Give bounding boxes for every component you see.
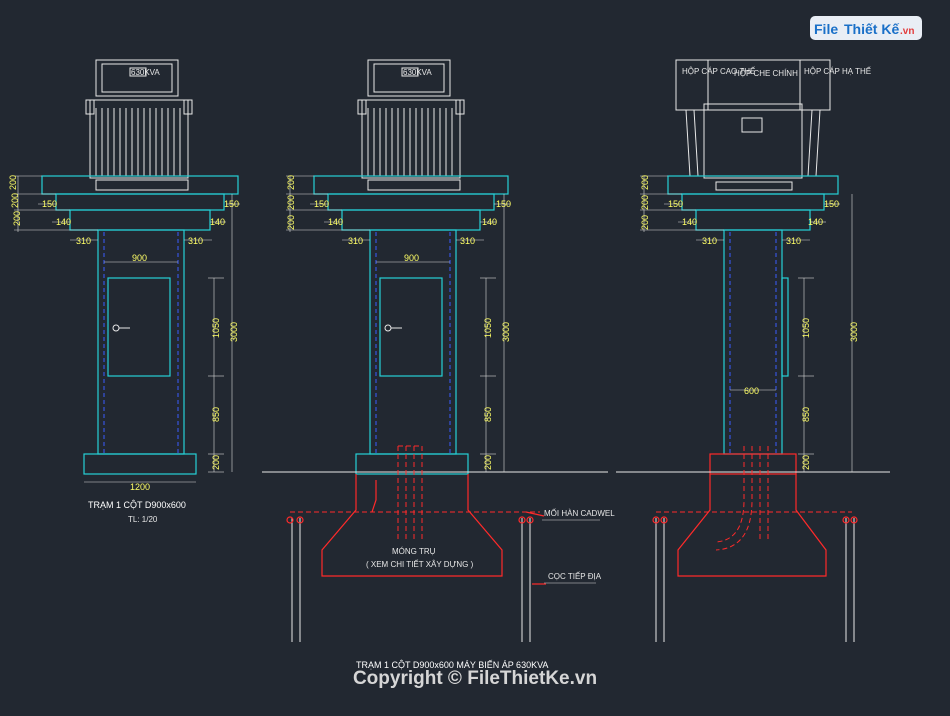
logo-graphic: File Thiết Kế .vn — [810, 16, 922, 40]
door-middle — [379, 277, 443, 377]
column-middle — [369, 229, 457, 455]
platform-bottom-middle — [341, 209, 481, 231]
drawing-caption: TRẠM 1 CỘT D900x600 MÁY BIẾN ÁP 630KVA — [356, 660, 548, 670]
svg-text:.vn: .vn — [900, 26, 914, 37]
svg-text:File: File — [814, 21, 838, 37]
dim-850-left: 850 — [211, 407, 221, 422]
dim-1200-left: 1200 — [130, 482, 150, 492]
dim-v200c-middle: 200 — [286, 215, 296, 230]
scale-left: TL: 1/20 — [128, 515, 158, 524]
dim-310a-middle: 310 — [348, 236, 363, 246]
dim-150a-left: 150 — [42, 199, 57, 209]
title-left: TRẠM 1 CỘT D900x600 — [88, 500, 186, 510]
dim-v200c-right: 200 — [640, 215, 650, 230]
transformer-left: 630KVA — [85, 59, 193, 191]
dim-v200c-left: 200 — [12, 211, 22, 226]
dim-140b-middle: 140 — [482, 217, 497, 227]
box-hv-label: HỘP CÁP CAO THẾ — [682, 66, 755, 76]
ground-rod-right-left — [652, 516, 668, 642]
label-foundation: MÓNG TRỤ — [392, 547, 436, 556]
platform-top-right — [667, 175, 839, 195]
platform-bottom-right — [695, 209, 811, 231]
dim-310a-right: 310 — [702, 236, 717, 246]
middle-elevation-view: 630KVA — [262, 59, 615, 642]
dim-150b-middle: 150 — [496, 199, 511, 209]
dim-150a-right: 150 — [668, 199, 683, 209]
transformer-right: HỘP CÁP CAO THẾ HỘP CHE CHÍNH HỘP CÁP HẠ… — [675, 59, 871, 191]
dim-900-left: 900 — [132, 253, 147, 263]
dim-850-middle: 850 — [483, 407, 493, 422]
right-side-view: HỘP CÁP CAO THẾ HỘP CHE CHÍNH HỘP CÁP HẠ… — [616, 59, 890, 642]
platform-top-middle — [313, 175, 509, 195]
ground-rod-middle-left — [286, 516, 304, 642]
dim-3000-left: 3000 — [229, 322, 239, 342]
dim-1050-right: 1050 — [801, 318, 811, 338]
dim-150b-right: 150 — [824, 199, 839, 209]
platform-mid-left — [55, 193, 225, 211]
transformer-middle: 630KVA — [357, 59, 465, 191]
base-middle — [355, 453, 469, 475]
dim-310b-right: 310 — [786, 236, 801, 246]
svg-text:Thiết Kế: Thiết Kế — [844, 21, 899, 37]
dim-150a-middle: 150 — [314, 199, 329, 209]
dim-850-right: 850 — [801, 407, 811, 422]
dim-200-right: 200 — [801, 455, 811, 470]
platform-bottom-left — [69, 209, 211, 231]
site-logo: File Thiết Kế .vn — [810, 14, 922, 42]
base-right — [709, 453, 797, 475]
dim-v200a-left: 200 — [8, 175, 18, 190]
dim-v200b-right: 200 — [640, 195, 650, 210]
dim-140b-left: 140 — [210, 217, 225, 227]
nameplate-middle: 630KVA — [403, 68, 432, 77]
dim-1050-left: 1050 — [211, 318, 221, 338]
platform-mid-right — [681, 193, 825, 211]
copyright-watermark: Copyright © FileThietKe.vn — [352, 668, 598, 689]
ground-rod-middle-right — [518, 516, 534, 642]
nameplate-left: 630KVA — [131, 68, 160, 77]
label-foundation-note: ( XEM CHI TIẾT XÂY DỰNG ) — [366, 559, 474, 569]
platform-top-left — [41, 175, 239, 195]
dim-1050-middle: 1050 — [483, 318, 493, 338]
left-elevation-view: 630KVA — [8, 59, 240, 524]
dim-150b-left: 150 — [224, 199, 239, 209]
dim-600-right: 600 — [744, 386, 759, 396]
column-right — [723, 229, 783, 455]
ground-rod-right-right — [842, 516, 858, 642]
box-main-label: HỘP CHE CHÍNH — [734, 69, 798, 78]
base-left — [83, 453, 197, 475]
dim-310b-middle: 310 — [460, 236, 475, 246]
dim-140a-right: 140 — [682, 217, 697, 227]
dim-900-middle: 900 — [404, 253, 419, 263]
dim-140a-middle: 140 — [328, 217, 343, 227]
door-left — [107, 277, 171, 377]
dim-3000-right: 3000 — [849, 322, 859, 342]
dim-3000-middle: 3000 — [501, 322, 511, 342]
dim-140a-left: 140 — [56, 217, 71, 227]
dim-v200b-middle: 200 — [286, 195, 296, 210]
dim-200-left: 200 — [211, 455, 221, 470]
dim-310b-left: 310 — [188, 236, 203, 246]
column-left — [97, 229, 185, 455]
box-lv-label: HỘP CÁP HẠ THẾ — [804, 66, 871, 76]
dim-200-middle: 200 — [483, 455, 493, 470]
foundation-right — [677, 474, 827, 577]
dim-140b-right: 140 — [808, 217, 823, 227]
door-side-right — [781, 277, 789, 377]
label-ground-rod: CỌC TIẾP ĐỊA — [548, 571, 602, 581]
dim-v200b-left: 200 — [10, 193, 20, 208]
label-weld: MỐI HÀN CADWEL — [544, 508, 615, 518]
dim-v200a-middle: 200 — [286, 175, 296, 190]
dim-v200a-right: 200 — [640, 175, 650, 190]
foundation-middle — [321, 474, 503, 577]
platform-mid-middle — [327, 193, 495, 211]
dim-310a-left: 310 — [76, 236, 91, 246]
